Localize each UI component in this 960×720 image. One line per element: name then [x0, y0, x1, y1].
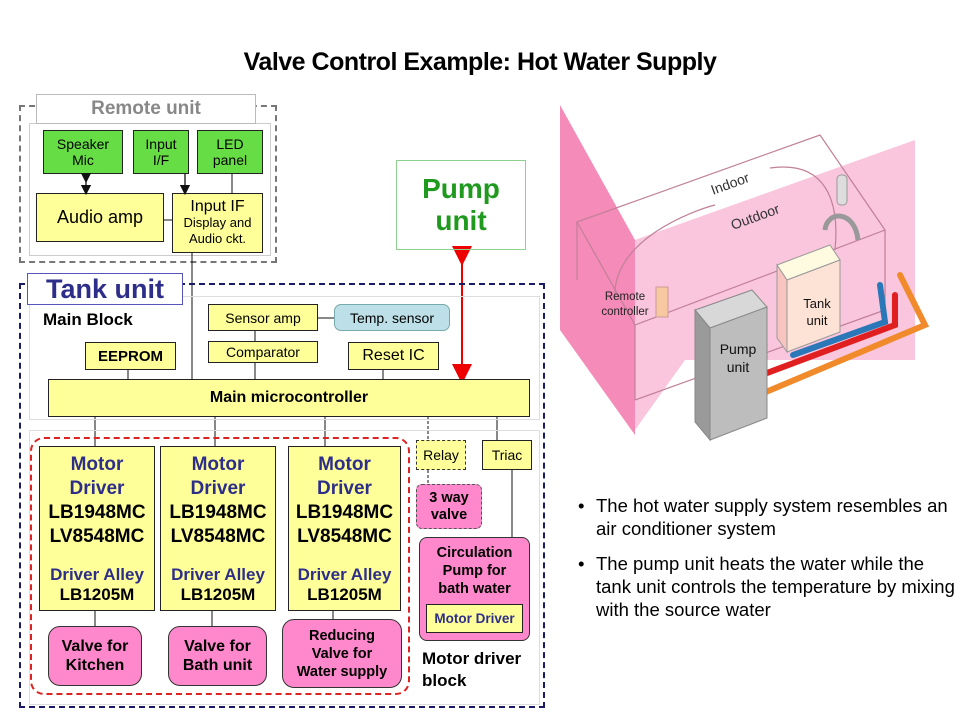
- input-if-display-audio-box: Input IF Display and Audio ckt.: [172, 193, 263, 253]
- svg-text:controller: controller: [601, 306, 648, 318]
- motor-driver-block-label: Motor driver block: [422, 649, 522, 690]
- bullet-list: The hot water supply system resembles an…: [578, 494, 958, 633]
- remote-controller-device: [655, 286, 669, 318]
- faucet-icon: [822, 174, 861, 241]
- led-panel-box: LED panel: [197, 130, 263, 174]
- valve-bath-unit: Valve for Bath unit: [168, 626, 267, 686]
- slide-title: Valve Control Example: Hot Water Supply: [243, 48, 717, 76]
- sensor-amp-box: Sensor amp: [208, 304, 318, 331]
- temp-sensor-box: Temp. sensor: [334, 304, 450, 331]
- hot-water-illustration: Indoor Outdoor Remote controller Tank un…: [560, 105, 930, 442]
- valve-driver-group: [30, 437, 410, 695]
- svg-text:unit: unit: [807, 313, 828, 328]
- motor-driver-box-2: Motor Driver LB1948MC LV8548MC Driver Al…: [160, 446, 276, 611]
- tank-unit-frame: [19, 283, 545, 708]
- bullet-item: The hot water supply system resembles an…: [578, 494, 958, 540]
- indoor-label: Indoor: [709, 169, 752, 198]
- main-microcontroller-box: Main microcontroller: [48, 379, 530, 417]
- reset-ic-box: Reset IC: [348, 342, 439, 370]
- motor-driver-box-3: Motor Driver LB1948MC LV8548MC Driver Al…: [288, 446, 401, 611]
- svg-text:Tank: Tank: [803, 296, 831, 311]
- audio-amp-box: Audio amp: [36, 193, 164, 242]
- tank-unit-label: Tank unit: [27, 273, 183, 305]
- svg-text:unit: unit: [727, 359, 750, 375]
- orange-pipe: [732, 272, 930, 408]
- reducing-valve-water-supply: Reducing Valve for Water supply: [282, 619, 402, 688]
- triac-box: Triac: [482, 440, 532, 470]
- pump-unit-3d: Pump unit: [694, 289, 768, 442]
- main-block-frame: [29, 296, 540, 420]
- relay-box: Relay: [416, 440, 466, 470]
- input-if-box: Input I/F: [133, 130, 189, 174]
- motor-driver-box-1: Motor Driver LB1948MC LV8548MC Driver Al…: [39, 446, 155, 611]
- valve-kitchen: Valve for Kitchen: [48, 626, 142, 686]
- svg-text:Remote: Remote: [605, 291, 645, 303]
- svg-text:Pump: Pump: [720, 341, 757, 357]
- red-pipe: [732, 292, 898, 388]
- tank-unit-3d: Tank unit: [776, 244, 841, 354]
- main-block-label: Main Block: [43, 310, 133, 329]
- remote-unit-label: Remote unit: [36, 94, 256, 124]
- motor-block-frame: [29, 430, 540, 705]
- speaker-mic-box: Speaker Mic: [43, 130, 123, 174]
- bullet-item: The pump unit heats the water while the …: [578, 552, 958, 621]
- circulation-motor-driver: Motor Driver: [426, 604, 523, 633]
- comparator-box: Comparator: [208, 341, 318, 363]
- blue-pipe: [790, 282, 889, 358]
- three-way-valve: 3 way valve: [416, 484, 482, 529]
- pump-unit-box: Pump unit: [396, 160, 526, 250]
- eeprom-box: EEPROM: [85, 342, 176, 370]
- side-wall: [560, 105, 635, 435]
